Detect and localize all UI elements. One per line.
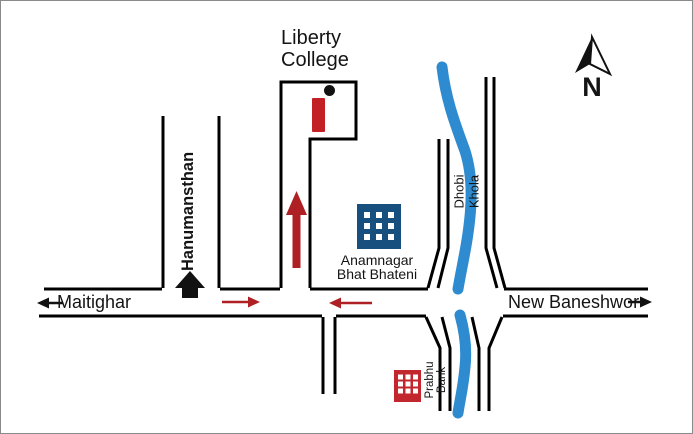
prabhu-bank-label: Prabhu Bank: [424, 361, 448, 399]
prabhu-bank-windows: [398, 374, 418, 394]
compass-north-label: N: [582, 72, 602, 102]
river-path-upper: [436, 61, 477, 295]
info-marker-dot: [324, 85, 335, 96]
roads: [39, 77, 648, 411]
maitighar-left-arrow-icon: [37, 297, 49, 309]
hanumansthan-road: [161, 116, 221, 288]
anamnagar-bhat-bhateni-label: Anamnagar Bhat Bhateni: [336, 252, 418, 282]
north-arrow-left-wing: [575, 37, 592, 73]
route-arrows: [222, 191, 372, 309]
north-arrow-right-wing: [588, 33, 613, 77]
route-right-arrow-icon: [248, 296, 260, 308]
liberty-college-label: Liberty College: [281, 27, 349, 71]
river-right-bank-road: [484, 77, 507, 289]
maitighar-label: Maitighar: [57, 292, 132, 312]
river-left-bank-road: [426, 139, 450, 289]
info-marker-stem: [312, 98, 325, 132]
temple-icon: [175, 271, 205, 298]
liberty-college-road: [279, 80, 358, 288]
river-path-lower: [452, 309, 472, 419]
prabhu-bank-building-icon: [394, 370, 421, 402]
north-arrow-icon: [575, 33, 613, 77]
new-baneshwor-label: New Baneshwor: [508, 292, 640, 312]
info-marker-icon: [312, 85, 335, 132]
south-side-road: [321, 317, 337, 394]
bhat-bhateni-windows: [364, 212, 394, 240]
route-up-arrowhead-icon: [286, 191, 307, 215]
river-dhobi-khola: [436, 61, 477, 419]
route-left-arrow-icon: [329, 297, 341, 309]
hanumansthan-label: Hanumansthan: [179, 151, 197, 271]
bhat-bhateni-building-icon: [357, 204, 401, 249]
route-up-arrow-icon: [292, 212, 301, 268]
river-bank-roads-south: [424, 316, 504, 411]
dhobi-khola-label: Dhobi Khola: [451, 174, 482, 209]
baneshwor-right-arrow-icon: [640, 296, 652, 308]
direction-arrows: [37, 296, 652, 309]
